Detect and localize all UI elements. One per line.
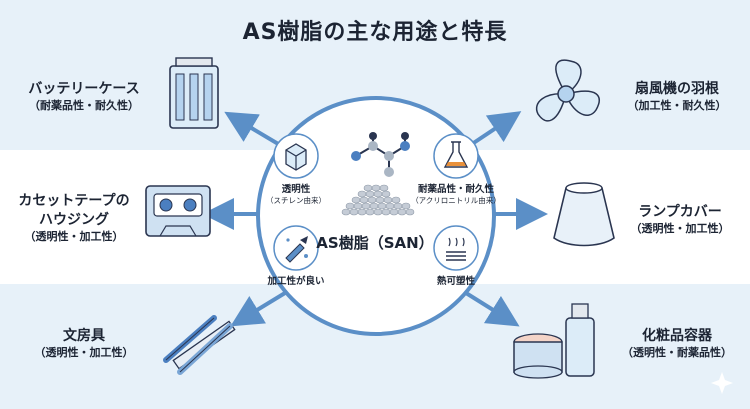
application-battery-case: バッテリーケース （耐薬品性・耐久性） xyxy=(28,81,140,112)
arrow-to-cosmetics xyxy=(464,291,520,327)
heat-layers-icon xyxy=(433,225,479,271)
application-cassette-housing: カセットテープの ハウジング （透明性・加工性） xyxy=(18,193,130,243)
cosmetics-container-icon xyxy=(513,303,595,379)
center-title: AS樹脂（SAN） xyxy=(316,234,434,252)
page-title: AS樹脂の主な用途と特長 xyxy=(242,20,508,45)
chemical-flask-icon xyxy=(433,133,479,179)
application-fan-blade: 扇風機の羽根 （加工性・耐久性） xyxy=(627,81,727,112)
feature-thermoplastic: 熱可塑性 xyxy=(436,276,475,287)
feature-chemical-resistance: 耐薬品性・耐久性 （アクリロニトリル由来） xyxy=(411,184,501,206)
stationery-icon xyxy=(163,315,236,375)
transparency-icon xyxy=(273,133,319,179)
fan-blade-icon xyxy=(535,59,600,122)
battery-case-icon xyxy=(169,57,219,129)
resin-pellets-icon xyxy=(341,184,415,216)
application-lamp-cover: ランプカバー （透明性・加工性） xyxy=(630,204,730,235)
cassette-tape-icon xyxy=(145,185,211,237)
application-cosmetics-container: 化粧品容器 （透明性・耐薬品性） xyxy=(622,328,732,359)
molecule-icon xyxy=(351,132,410,177)
lamp-cover-icon xyxy=(553,182,615,247)
feature-transparency: 透明性 （スチレン由来） xyxy=(266,184,326,206)
feature-processability: 加工性が良い xyxy=(267,276,325,287)
arrow-to-stationery xyxy=(230,291,287,327)
processing-tool-icon xyxy=(273,225,319,271)
sparkle-icon xyxy=(711,372,733,394)
application-stationery: 文房具 （透明性・加工性） xyxy=(34,328,134,359)
